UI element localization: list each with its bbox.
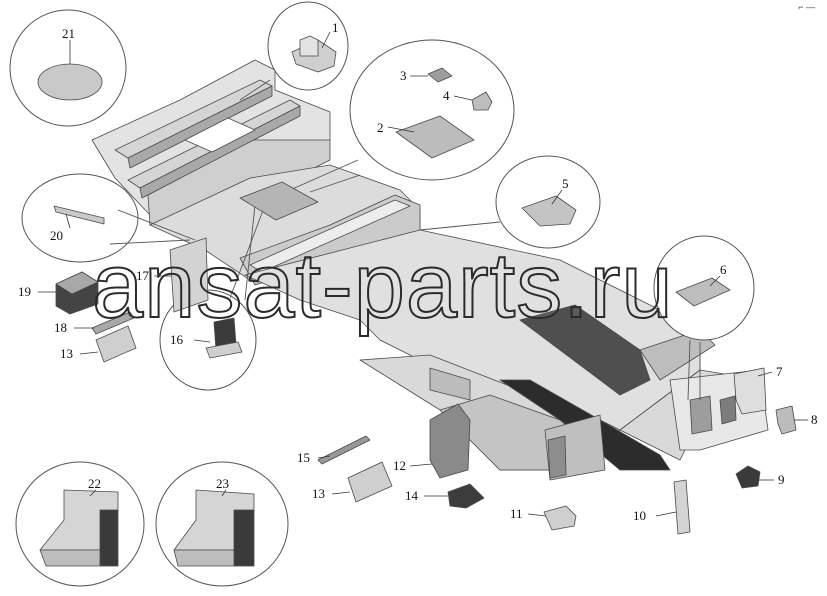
callout-19: 19 bbox=[18, 284, 31, 299]
callout-6: 6 bbox=[720, 262, 727, 277]
part-14-bracket bbox=[447, 483, 485, 509]
detail-bubble-2-3-4 bbox=[349, 39, 515, 181]
callout-13-upper: 13 bbox=[60, 346, 73, 361]
part-8-clip bbox=[775, 405, 797, 435]
callout-7: 7 bbox=[776, 364, 783, 379]
callout-21: 21 bbox=[62, 26, 75, 41]
part-9-block bbox=[735, 465, 761, 489]
bubble-leader-lines bbox=[109, 79, 701, 401]
callout-9: 9 bbox=[778, 472, 785, 487]
callout-12: 12 bbox=[393, 458, 406, 473]
callout-8: 8 bbox=[811, 412, 818, 427]
callout-leaders bbox=[38, 31, 808, 517]
callout-15: 15 bbox=[297, 450, 310, 465]
callout-4: 4 bbox=[443, 88, 450, 103]
callout-5: 5 bbox=[562, 176, 569, 191]
corner-mark: ⌐ ― bbox=[798, 2, 815, 12]
part-5-plate bbox=[521, 195, 577, 227]
callout-2: 2 bbox=[377, 120, 384, 135]
part-21-round-cover bbox=[37, 63, 103, 101]
callout-13-lower: 13 bbox=[312, 486, 325, 501]
callout-labels: 1 2 3 4 5 6 7 8 9 10 11 12 13 13 14 15 1… bbox=[18, 20, 818, 523]
callout-14: 14 bbox=[405, 488, 419, 503]
callout-23: 23 bbox=[216, 476, 229, 491]
callout-11: 11 bbox=[510, 506, 523, 521]
part-13-plate bbox=[347, 461, 393, 503]
callout-20: 20 bbox=[50, 228, 63, 243]
part-20-strip bbox=[53, 205, 105, 225]
part-10-strip bbox=[673, 479, 691, 535]
part-11-bracket bbox=[543, 505, 577, 531]
callout-16: 16 bbox=[170, 332, 184, 347]
part-2-plate bbox=[395, 115, 475, 159]
callout-10: 10 bbox=[633, 508, 646, 523]
callout-17: 17 bbox=[136, 268, 150, 283]
part-12-panel bbox=[429, 403, 471, 479]
callout-18: 18 bbox=[54, 320, 67, 335]
floor-assembly bbox=[91, 59, 769, 481]
callout-22: 22 bbox=[88, 476, 101, 491]
part-7-bracket bbox=[733, 367, 767, 415]
detail-parts bbox=[37, 35, 797, 567]
part-15-strip bbox=[317, 435, 371, 465]
floor-plate bbox=[239, 181, 319, 221]
part-6-plate bbox=[675, 277, 731, 307]
part-3-small-plate bbox=[427, 67, 453, 83]
part-13-plate-2 bbox=[95, 325, 137, 363]
callout-3: 3 bbox=[400, 68, 407, 83]
callout-1: 1 bbox=[332, 20, 339, 35]
part-18-strip bbox=[91, 311, 135, 335]
part-4-bracket bbox=[471, 91, 493, 111]
part-17-panel bbox=[169, 237, 209, 313]
